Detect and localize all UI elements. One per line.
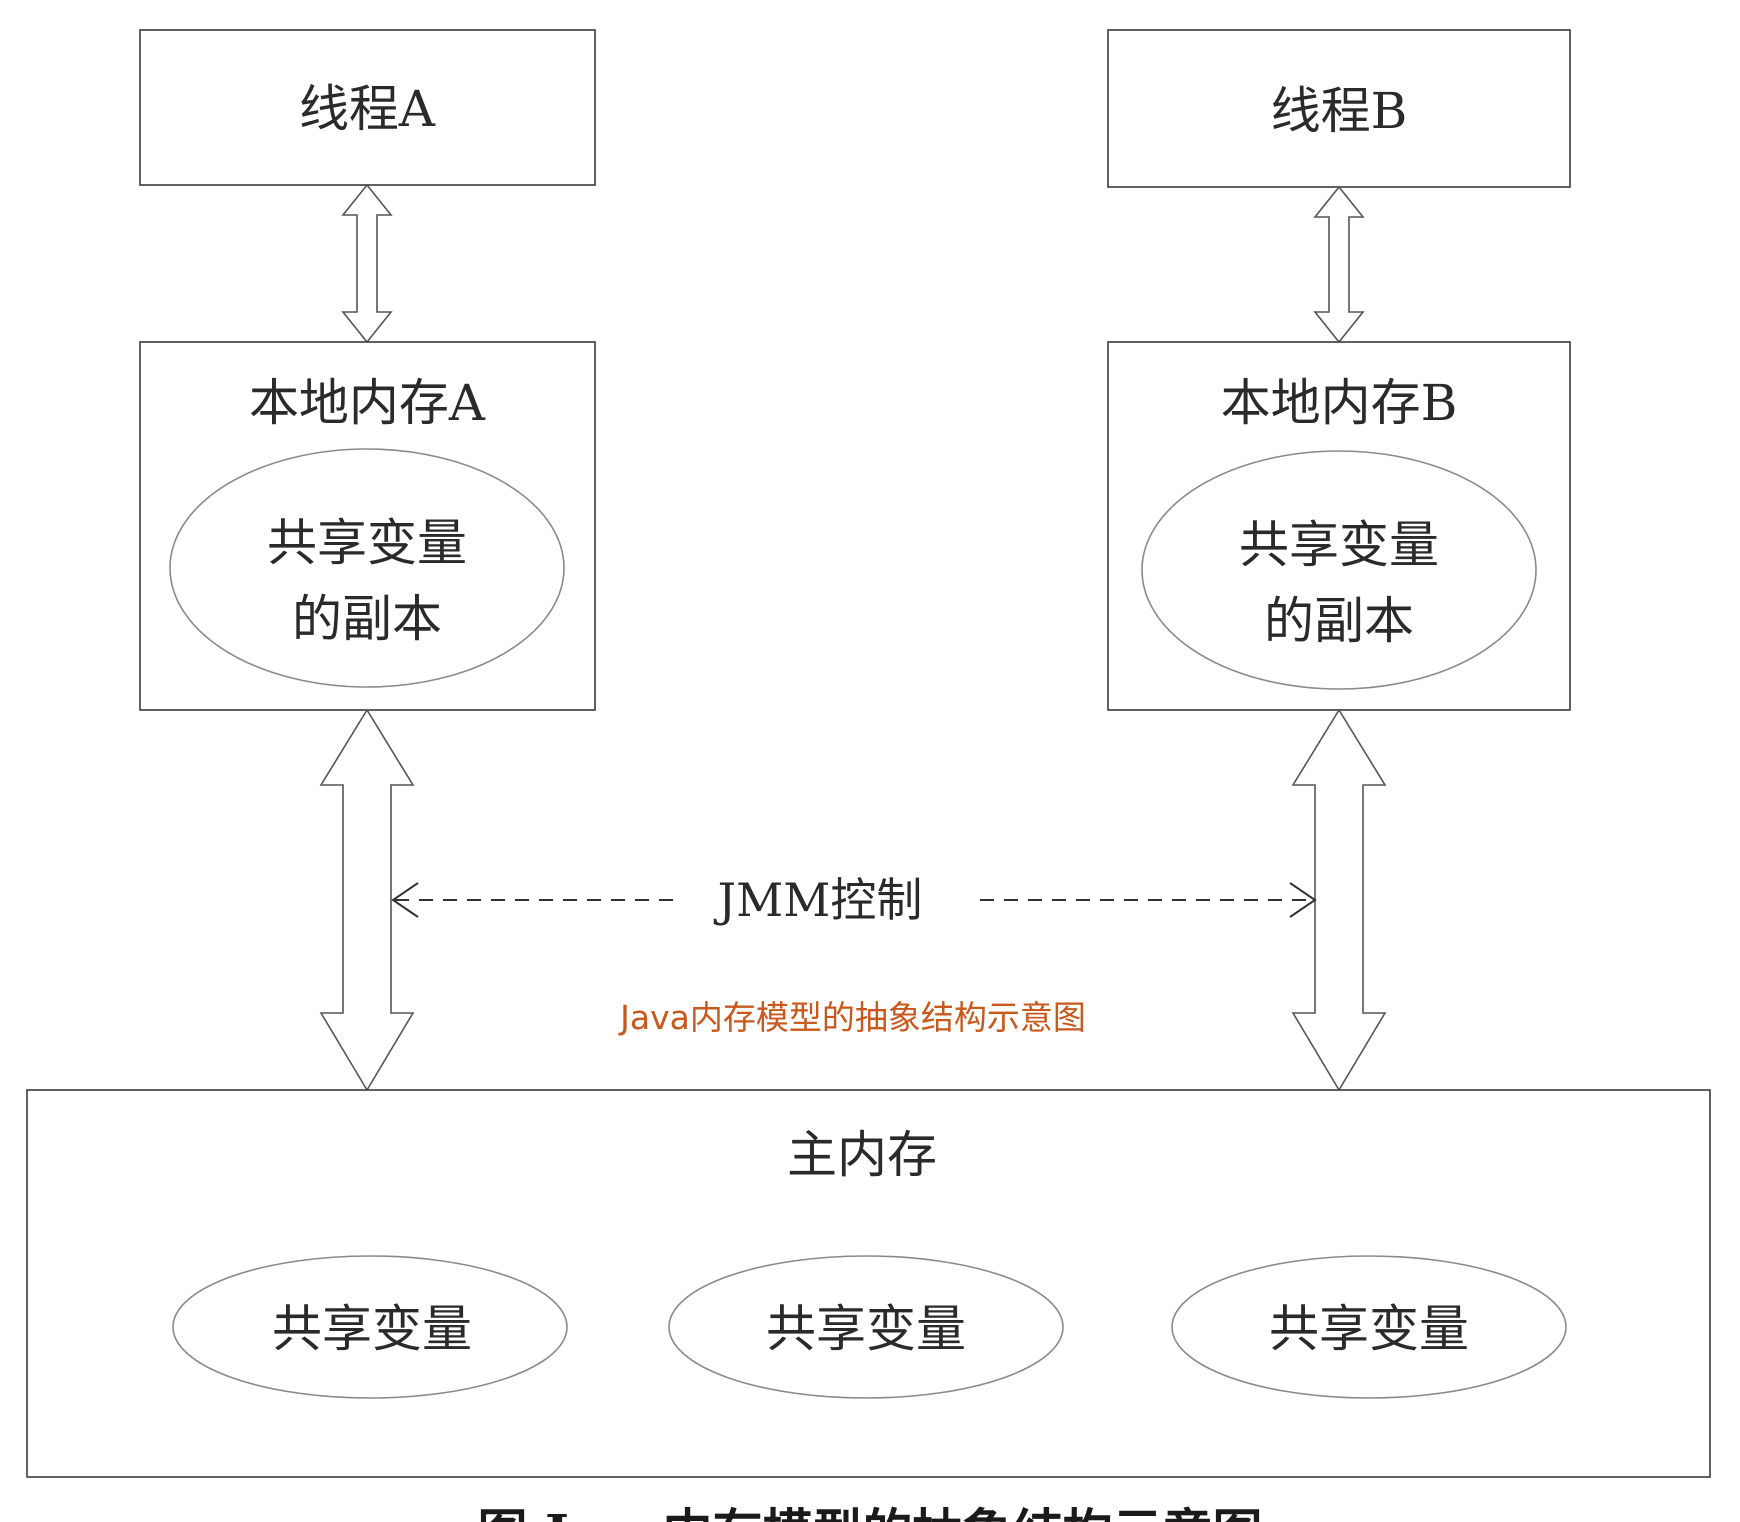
figure-caption: 图 Java内存模型的抽象结构示意图	[478, 1503, 1263, 1522]
jmm-arrowhead-right	[1289, 882, 1317, 918]
local-memory-b-label: 本地内存B	[1221, 374, 1458, 432]
thread-a-label: 线程A	[299, 80, 436, 138]
thread-b-box: 线程B	[1107, 29, 1571, 188]
jmm-arrowhead-left	[391, 882, 419, 918]
local-b-copy-line2: 的副本	[1264, 592, 1414, 650]
main-memory-label: 主内存	[787, 1126, 937, 1184]
local-a-copy-ellipse	[169, 448, 565, 688]
local-memory-a-label: 本地内存A	[249, 374, 486, 432]
local-a-copy-line2: 的副本	[292, 590, 442, 648]
shared-var-ellipse	[1171, 1255, 1567, 1399]
shared-variable: 共享变量	[272, 1300, 472, 1358]
jmm-control-connector: JMM控制	[391, 873, 1317, 927]
shared-variable: 共享变量	[1269, 1300, 1469, 1358]
local-memory-a-box: 本地内存A 共享变量 的副本	[139, 341, 596, 711]
jmm-label: JMM控制	[714, 873, 923, 927]
local-memory-b-box: 本地内存B 共享变量 的副本	[1107, 341, 1571, 711]
shared-var-ellipse	[668, 1255, 1064, 1399]
thread-a-local-a-arrow	[341, 183, 393, 344]
thread-b-label: 线程B	[1271, 82, 1408, 140]
main-memory-box: 主内存 共享变量 共享变量 共享变量	[26, 1089, 1711, 1478]
local-a-copy-line1: 共享变量	[267, 514, 467, 572]
diagram-note: Java内存模型的抽象结构示意图	[618, 998, 1086, 1037]
local-b-main-arrow	[1291, 708, 1387, 1092]
local-b-copy-line1: 共享变量	[1239, 516, 1439, 574]
shared-variable: 共享变量	[766, 1300, 966, 1358]
thread-b-local-b-arrow	[1313, 185, 1365, 344]
thread-a-box: 线程A	[139, 29, 596, 186]
shared-var-ellipse	[172, 1255, 568, 1399]
local-b-copy-ellipse	[1141, 450, 1537, 690]
